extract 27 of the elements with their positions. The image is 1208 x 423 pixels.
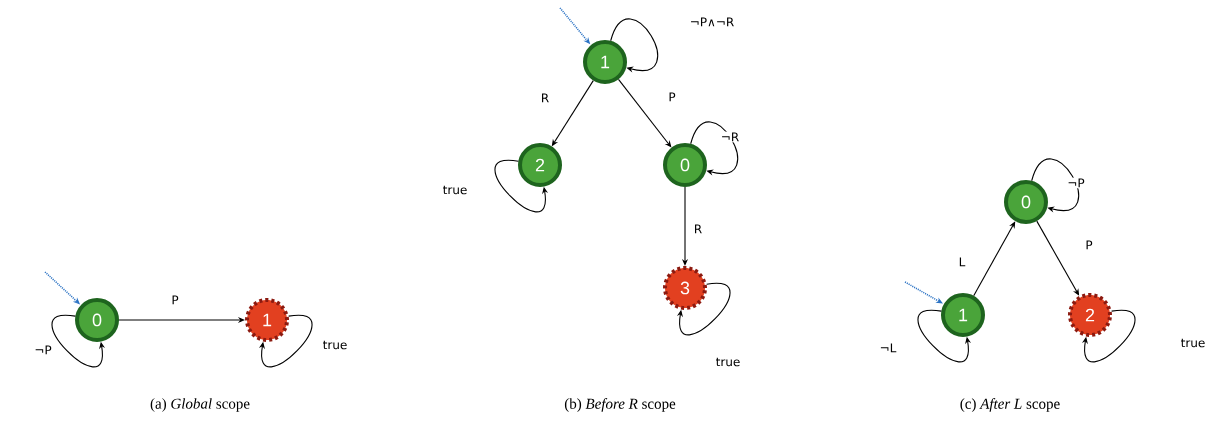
edge-label: R (692, 223, 704, 235)
edge-label: P (1084, 239, 1094, 251)
loop-arrow (690, 121, 739, 176)
caption: (a) Global scope (150, 398, 250, 412)
edge-label: ¬L (878, 342, 898, 354)
edge-label: P (170, 294, 180, 306)
edge-label: true (321, 339, 349, 351)
edge-label: true (714, 356, 742, 368)
loop-arrow (258, 314, 313, 368)
edge-label: true (441, 184, 469, 196)
arrow (973, 221, 1016, 297)
edge-label: ¬R (719, 131, 741, 143)
edge-label: P (667, 91, 677, 103)
initial-arrow (904, 281, 943, 304)
loop-arrow (1081, 309, 1136, 363)
edge-label: ¬P∧¬R (688, 16, 736, 28)
edge-label: R (539, 92, 551, 104)
loop-arrow (610, 18, 659, 73)
edge-label: true (1179, 337, 1207, 349)
loop-arrow (1031, 158, 1080, 213)
caption: (c) After L scope (960, 398, 1060, 412)
edge-label: L (957, 256, 967, 268)
caption: (b) Before R scope (564, 398, 676, 412)
loop-arrow (676, 282, 731, 336)
edge-label: ¬P (1066, 177, 1086, 189)
edge-label: ¬P (33, 344, 53, 356)
arrow (617, 78, 672, 148)
